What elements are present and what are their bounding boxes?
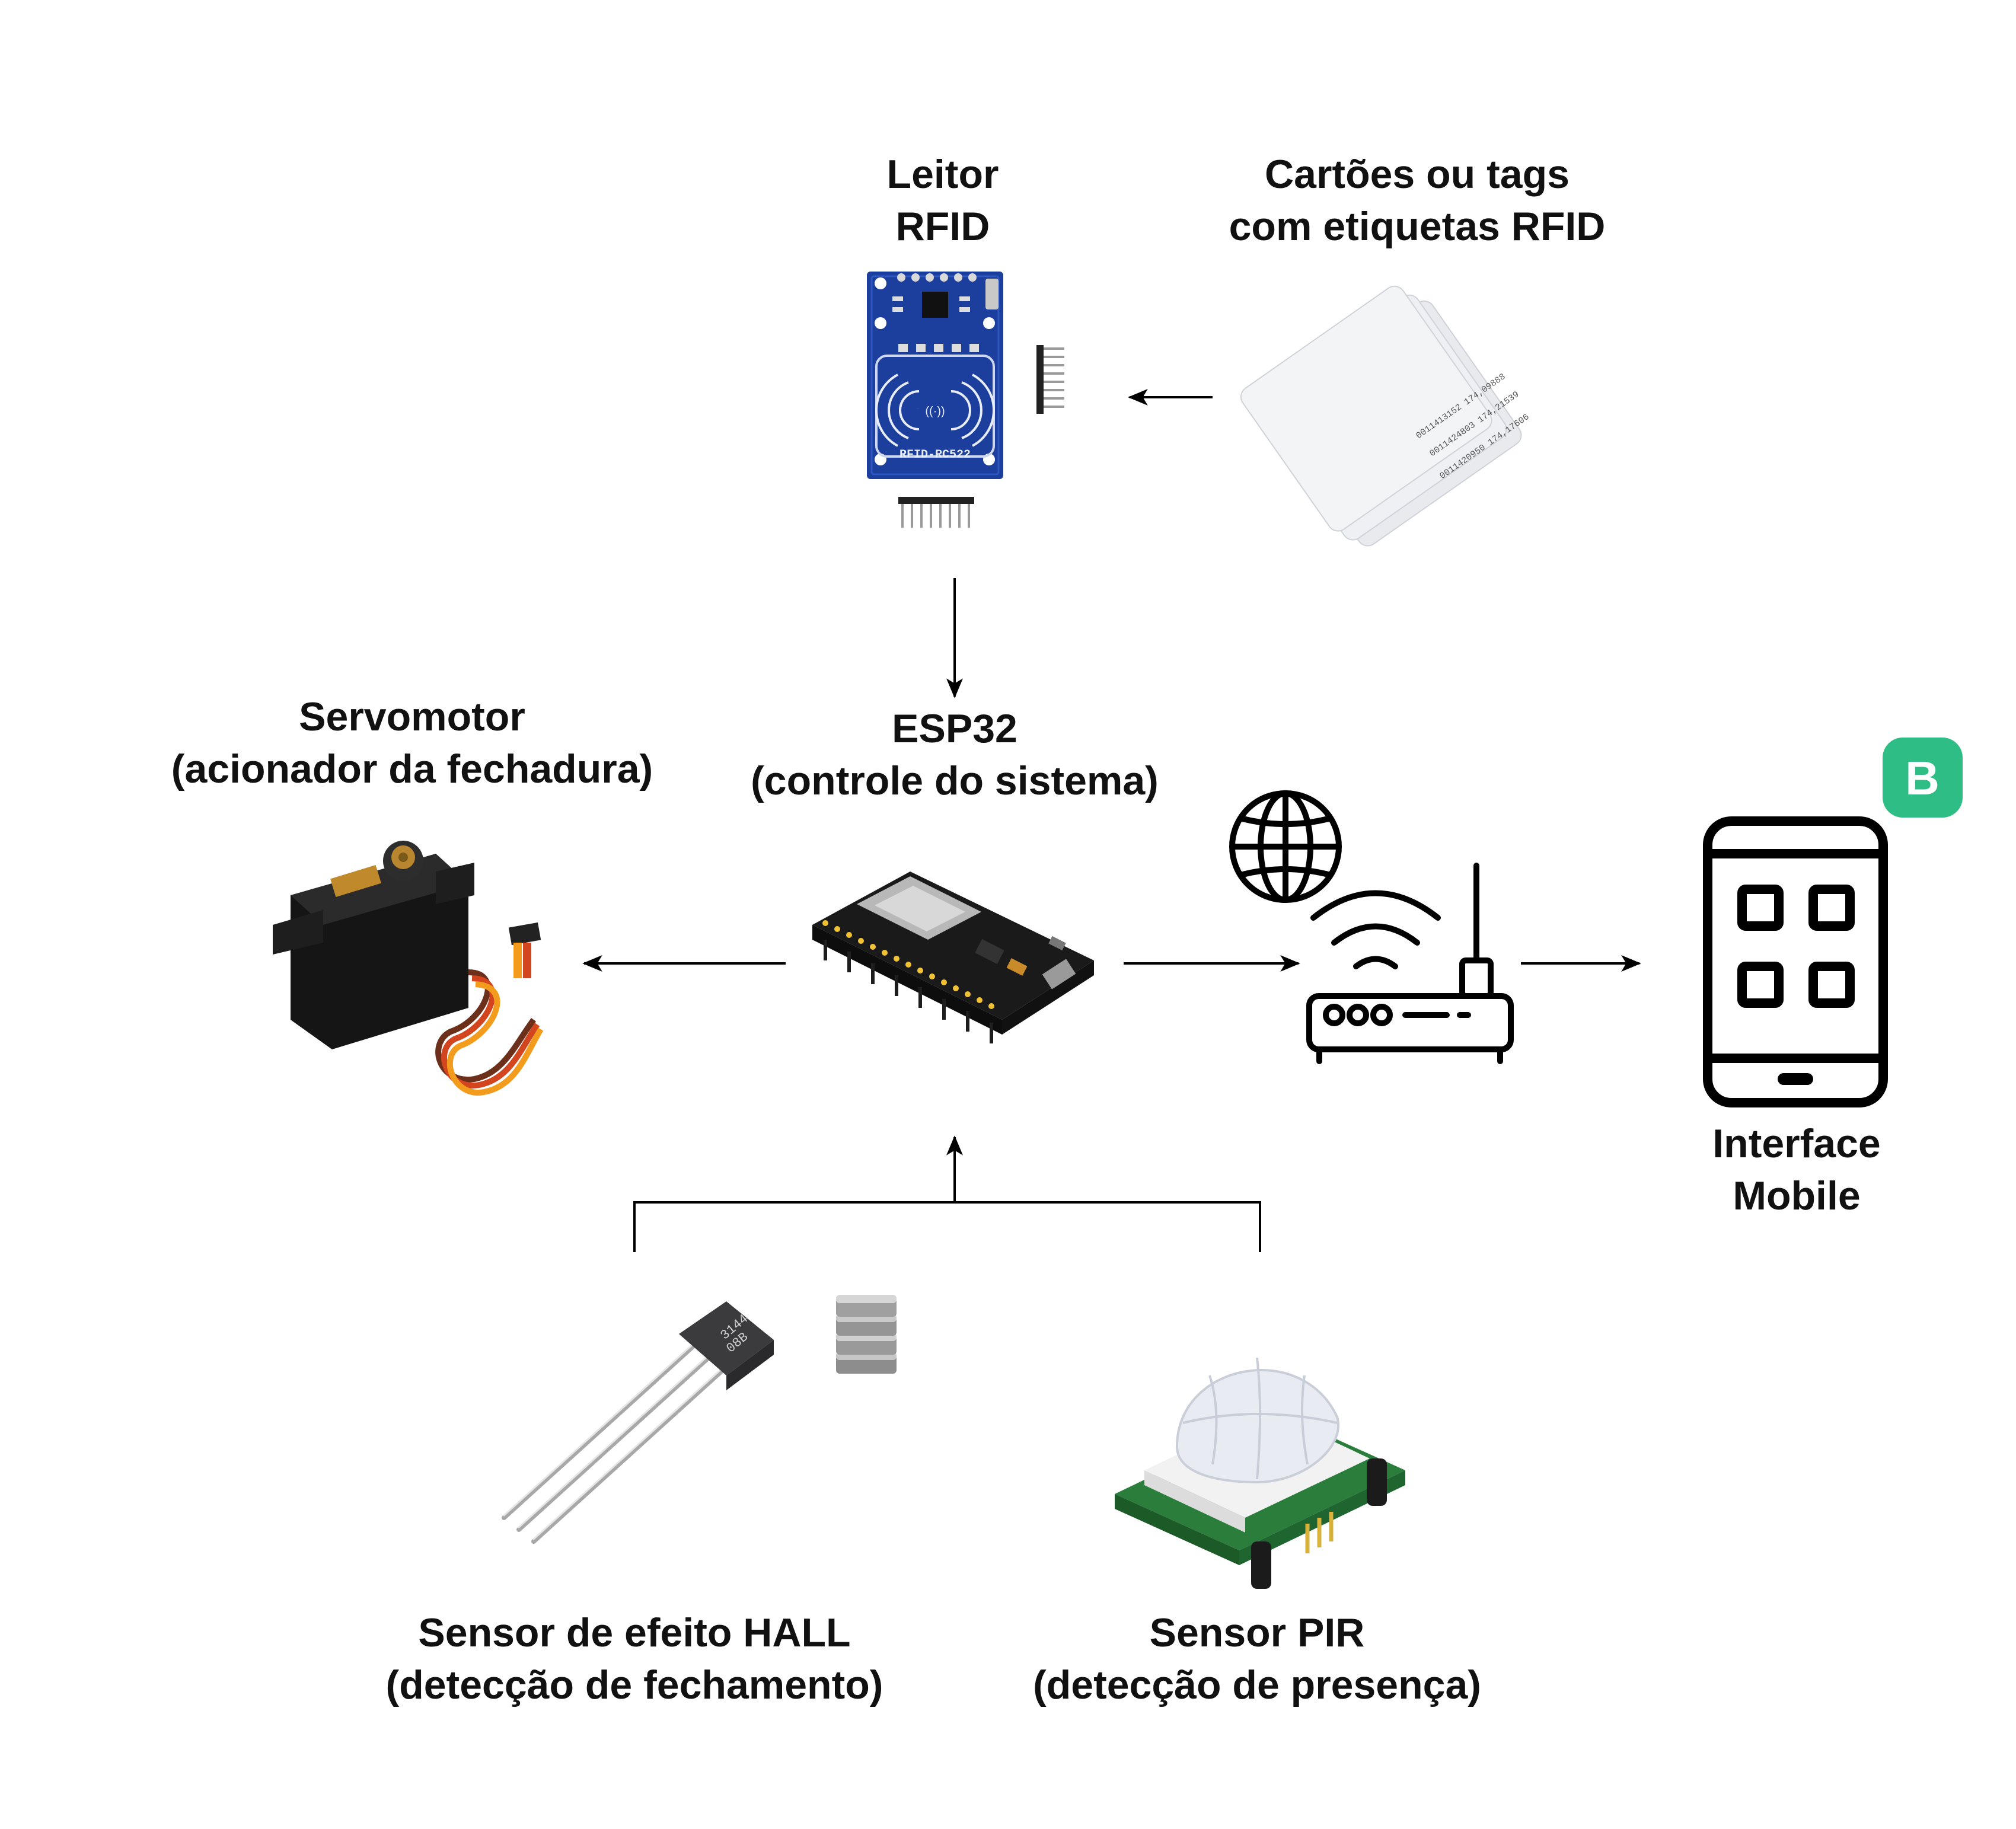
rfid-cards-image: 0011413152 174,09888 0011424803 174,2153… xyxy=(1240,285,1531,547)
label-esp32-line1: ESP32 xyxy=(892,706,1017,751)
label-mobile-line2: Mobile xyxy=(1733,1173,1861,1218)
label-hall-sensor: Sensor de efeito HALL (detecção de fecha… xyxy=(332,1607,937,1711)
label-rfid-cards-line1: Cartões ou tags xyxy=(1265,152,1570,197)
label-rfid-reader-line2: RFID xyxy=(895,204,990,249)
label-rfid-cards: Cartões ou tags com etiquetas RFID xyxy=(1168,148,1666,253)
label-esp32-line2: (controle do sistema) xyxy=(751,758,1159,803)
label-mobile: Interface Mobile xyxy=(1648,1118,1945,1222)
label-hall-sensor-line1: Sensor de efeito HALL xyxy=(418,1610,851,1655)
label-pir-sensor: Sensor PIR (detecção de presença) xyxy=(984,1607,1530,1711)
label-rfid-cards-line2: com etiquetas RFID xyxy=(1229,204,1606,249)
label-esp32: ESP32 (controle do sistema) xyxy=(688,703,1221,807)
wifi-router-icon xyxy=(1306,863,1514,1064)
label-servomotor: Servomotor (acionador da fechadura) xyxy=(133,691,691,795)
label-hall-sensor-line2: (detecção de fechamento) xyxy=(385,1662,883,1707)
label-pir-sensor-line1: Sensor PIR xyxy=(1149,1610,1365,1655)
rfid-reader-image: ((·)) RFID-RC522 xyxy=(867,272,1064,528)
hall-sensor-image: 3144 08B xyxy=(502,1301,774,1544)
globe-icon xyxy=(1229,790,1342,903)
smartphone-apps-icon xyxy=(1703,816,1888,1107)
servomotor-image xyxy=(273,841,544,1096)
label-rfid-reader: Leitor RFID xyxy=(800,148,1085,253)
label-rfid-reader-line1: Leitor xyxy=(886,152,999,197)
label-servomotor-line1: Servomotor xyxy=(299,694,525,739)
label-pir-sensor-line2: (detecção de presença) xyxy=(1033,1662,1481,1707)
app-badge-letter: B xyxy=(1905,752,1940,805)
svg-text:((·)): ((·)) xyxy=(925,405,945,418)
connectors xyxy=(582,389,1641,1252)
rfid-board-label: RFID-RC522 xyxy=(899,448,971,462)
label-servomotor-line2: (acionador da fechadura) xyxy=(171,746,653,791)
pir-sensor-image xyxy=(1115,1357,1405,1589)
label-mobile-line1: Interface xyxy=(1712,1121,1881,1166)
esp32-image xyxy=(812,872,1094,1043)
magnets-image xyxy=(836,1295,897,1374)
sensor-bracket xyxy=(633,1201,1261,1252)
blynk-badge-icon: B xyxy=(1883,738,1963,818)
